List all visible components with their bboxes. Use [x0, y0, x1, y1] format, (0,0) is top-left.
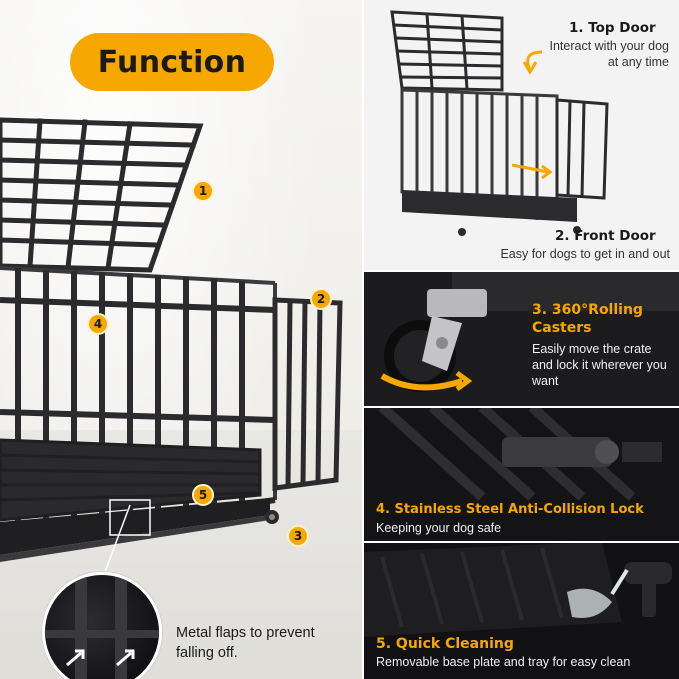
marker-1: 1	[192, 180, 214, 202]
lock-illustration	[378, 407, 662, 501]
lock-title: 4. Stainless Steel Anti-Collision Lock	[376, 502, 644, 517]
front-door	[272, 297, 343, 491]
lock-desc: Keeping your dog safe	[376, 521, 502, 535]
divider-2	[362, 406, 679, 408]
casters-desc: Easily move the crate and lock it wherev…	[532, 342, 667, 388]
front-door-arrow-icon	[511, 163, 549, 174]
spray-gun	[624, 562, 672, 584]
marker-3: 3	[287, 525, 309, 547]
casters-title: 3. 360°Rolling	[532, 302, 643, 318]
cleaning-panel: 5. Quick Cleaning Removable base plate a…	[362, 542, 679, 679]
top-door-lid	[0, 117, 204, 273]
marker-2: 2	[310, 288, 332, 310]
marker-4: 4	[87, 313, 109, 335]
rotation-arrow-icon	[380, 373, 463, 391]
top-door-title: 1. Top Door	[569, 20, 656, 36]
small-crate-illustration	[390, 10, 609, 236]
top-door-arrow-icon	[526, 50, 543, 71]
cleaning-desc: Removable base plate and tray for easy c…	[376, 655, 631, 669]
divider-vertical	[362, 0, 364, 679]
crate-illustration	[0, 117, 343, 562]
casters-title-2: Casters	[532, 320, 592, 336]
arrow-icon	[66, 649, 135, 667]
metal-flap-closeup	[42, 572, 162, 679]
front-door-desc: Easy for dogs to get in and out	[500, 247, 670, 261]
crate-base-tray	[0, 498, 270, 562]
marker-5: 5	[192, 484, 214, 506]
caster-illustration	[380, 271, 679, 392]
water-splash	[567, 588, 612, 618]
main-crate-panel: Function 1 2 3 4 5 Metal flaps to preven…	[0, 0, 362, 679]
metal-flaps-note: Metal flaps to prevent falling off.	[176, 625, 315, 661]
doors-panel: 1. Top Door Interact with your dog at an…	[362, 0, 679, 271]
top-door-desc: Interact with your dog at any time	[549, 39, 669, 69]
caster-wheels	[265, 510, 279, 524]
divider-3	[362, 541, 679, 543]
cleaning-title: 5. Quick Cleaning	[376, 636, 514, 652]
function-badge: Function	[70, 33, 274, 91]
cleaning-illustration	[362, 542, 672, 637]
divider-1	[362, 270, 679, 272]
front-door-title: 2. Front Door	[555, 228, 656, 244]
casters-panel: 3. 360°Rolling Casters Easily move the c…	[362, 271, 679, 407]
lock-panel: 4. Stainless Steel Anti-Collision Lock K…	[362, 407, 679, 542]
